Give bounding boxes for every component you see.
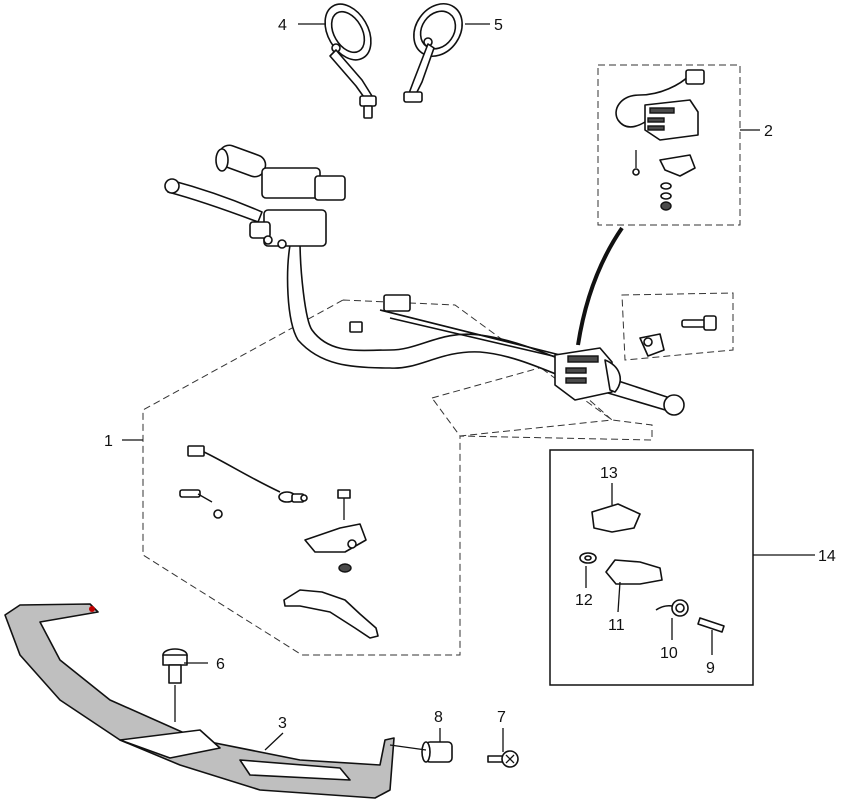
mirror-left	[324, 3, 377, 119]
group-1-inner-outline	[431, 364, 614, 437]
hand-guard	[4, 603, 395, 799]
bushing-8	[421, 741, 453, 763]
screw-7	[487, 750, 519, 768]
callout-8: 8	[434, 709, 443, 726]
mirror-right	[403, 3, 463, 103]
bar-clip-small	[349, 321, 363, 333]
callout-3: 3	[278, 715, 287, 732]
clamp-group-outline	[621, 292, 734, 361]
callout-14: 14	[818, 548, 836, 565]
callout-13: 13	[600, 465, 618, 482]
callout-11: 11	[608, 617, 625, 634]
right-switch-housing	[554, 347, 621, 401]
callout-9: 9	[706, 660, 715, 677]
bar-clip	[383, 294, 411, 312]
callout-7: 7	[497, 709, 506, 726]
callout-5: 5	[494, 17, 503, 34]
box-14	[549, 449, 754, 686]
handlebar	[286, 239, 685, 416]
switch-harness	[576, 226, 624, 346]
leader-11	[617, 581, 621, 613]
callout-10: 10	[660, 645, 678, 662]
bolt-6	[162, 648, 188, 684]
group-2-outline	[597, 64, 741, 226]
callout-12: 12	[575, 592, 593, 609]
callout-1: 1	[104, 433, 113, 450]
switch-clamp	[639, 315, 717, 357]
callout-2: 2	[764, 123, 773, 140]
leader-3b	[389, 744, 427, 751]
leader-3	[264, 732, 284, 751]
clutch-cable-and-lever	[179, 445, 379, 639]
master-cylinder-assembly	[164, 144, 346, 249]
switch-assembly-detail	[615, 69, 705, 211]
box-14-parts	[579, 503, 725, 633]
callout-6: 6	[216, 656, 225, 673]
callout-4: 4	[278, 17, 287, 34]
